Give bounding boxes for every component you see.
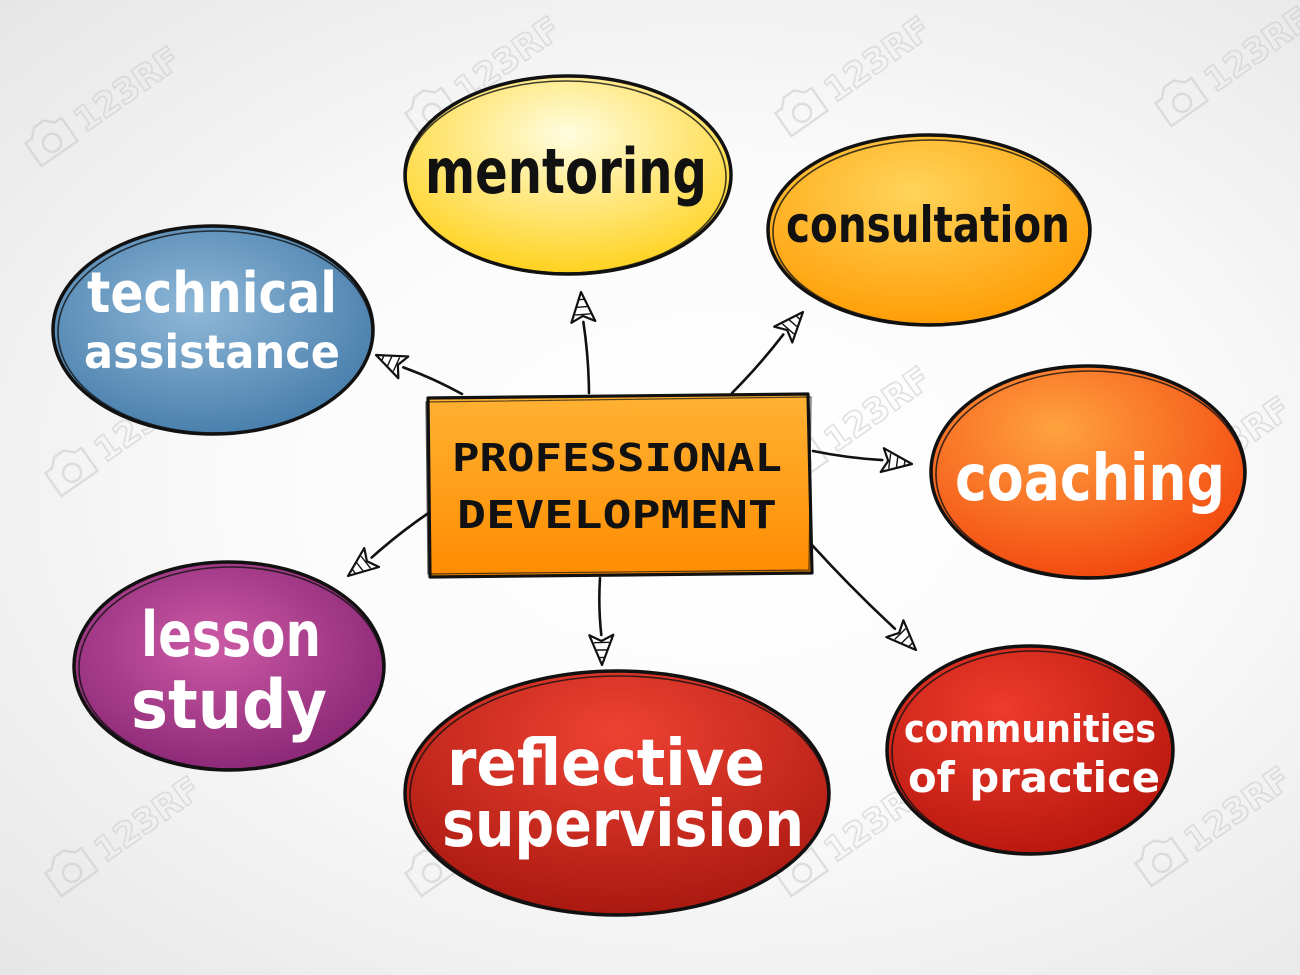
arrows-layer (346, 290, 918, 667)
node-lesson-study-bubble (72, 560, 386, 772)
watermark-camera-icon (1133, 836, 1190, 888)
center-title-line2: DEVELOPMENT (457, 493, 777, 537)
arrow-to-coaching-hatch (888, 453, 892, 469)
arrow-to-technical-assistance-hatch (381, 355, 385, 361)
arrow-to-mentoring (570, 290, 597, 395)
node-communities-of-practice-sketch (891, 650, 1173, 854)
node-coaching-sketch (935, 370, 1245, 578)
arrow-to-technical-assistance-hatch (392, 357, 401, 372)
watermark-stamp: 123RF (1153, 0, 1300, 128)
node-coaching-label: coaching (955, 442, 1225, 516)
arrow-to-communities-of-practice-head (885, 619, 918, 652)
watermark-camera-icon (43, 446, 100, 498)
node-technical-assistance-line1: technical (87, 261, 337, 326)
watermark-stamp: 123RF (23, 38, 189, 168)
node-reflective-supervision-sketch (409, 675, 829, 915)
arrow-to-lesson-study-shaft (370, 510, 432, 559)
node-reflective-supervision: reflective supervision (403, 669, 831, 917)
watermark-text: 123RF (67, 39, 189, 141)
node-reflective-supervision-line2: supervision (442, 788, 804, 862)
node-technical-assistance-bubble (51, 224, 375, 436)
arrow-to-communities-of-practice (810, 543, 918, 652)
arrow-to-consultation-hatch (788, 319, 798, 328)
watermark-camera-icon (23, 116, 80, 168)
arrow-to-mentoring-hatch (575, 313, 591, 316)
watermark-text: 123RF (817, 359, 939, 461)
node-consultation-sketch (772, 139, 1090, 325)
arrow-to-mentoring-hatch (577, 305, 588, 309)
node-mentoring-label: mentoring (425, 135, 707, 208)
node-consultation: consultation (766, 133, 1092, 327)
node-technical-assistance-sketch (57, 230, 373, 434)
node-technical-assistance-line2: assistance (84, 325, 340, 379)
node-consultation-label: consultation (786, 196, 1070, 254)
arrow-to-reflective-supervision-shaft (598, 576, 603, 637)
arrow-to-coaching-hatch (895, 456, 899, 468)
arrow-to-mentoring-shaft (582, 320, 591, 395)
node-coaching: coaching (929, 364, 1247, 580)
node-lesson-study-line2: study (131, 666, 327, 745)
arrow-to-lesson-study-hatch (351, 568, 357, 574)
node-lesson-study: lesson study (72, 560, 386, 772)
arrow-to-coaching-head (879, 447, 914, 474)
node-mentoring: mentoring (403, 74, 733, 276)
arrow-to-reflective-supervision (588, 576, 615, 667)
arrow-to-communities-of-practice-hatch (908, 642, 914, 647)
arrow-to-technical-assistance-head (374, 353, 410, 380)
arrow-to-communities-of-practice-shaft (810, 543, 897, 630)
watermark-camera-icon (773, 86, 830, 138)
watermark-text: 123RF (817, 9, 939, 111)
arrow-to-consultation (730, 310, 805, 395)
arrow-to-technical-assistance-hatch (386, 356, 393, 367)
watermark-camera-icon (43, 846, 100, 898)
node-communities-of-practice-line1: communities (904, 707, 1156, 751)
arrow-to-technical-assistance-shaft (402, 366, 464, 396)
arrow-to-lesson-study-head (346, 546, 381, 578)
node-reflective-supervision-bubble (403, 669, 831, 917)
center-title-line1: PROFESSIONAL (452, 436, 782, 480)
arrow-to-coaching (811, 447, 914, 474)
node-coaching-bubble (929, 364, 1247, 580)
node-lesson-study-sketch (78, 566, 384, 770)
node-communities-of-practice-line2: of practice (908, 753, 1160, 802)
arrow-to-consultation-hatch (795, 315, 801, 320)
node-communities-of-practice: communities of practice (885, 644, 1175, 856)
arrow-to-coaching-shaft (811, 449, 884, 462)
center-box: PROFESSIONAL DEVELOPMENT (425, 392, 814, 579)
arrow-to-consultation-shaft (730, 333, 785, 395)
arrow-to-consultation-head (773, 310, 805, 344)
watermark-text: 123RF (87, 769, 209, 871)
arrow-to-lesson-study-hatch (356, 562, 364, 572)
node-communities-of-practice-bubble (885, 644, 1175, 856)
arrow-to-communities-of-practice-hatch (894, 628, 907, 640)
arrow-to-technical-assistance (374, 353, 464, 396)
watermark-text: 123RF (1197, 0, 1300, 101)
node-mentoring-sketch (405, 80, 727, 274)
node-reflective-supervision-line1: reflective (447, 727, 765, 801)
watermark-camera-icon (1153, 76, 1210, 128)
watermark-text: 123RF (1177, 759, 1299, 861)
arrow-to-lesson-study-hatch (360, 555, 371, 569)
node-mentoring-bubble (403, 74, 733, 276)
arrow-to-lesson-study (346, 510, 432, 578)
node-technical-assistance: technical assistance (51, 224, 375, 436)
watermark-stamp: 123RF (43, 768, 209, 898)
arrow-to-consultation-hatch (781, 323, 795, 335)
watermark-stamp: 123RF (773, 8, 939, 138)
arrow-to-coaching-hatch (903, 460, 906, 466)
arrow-to-communities-of-practice-hatch (901, 635, 910, 644)
center-box-sketch-line (425, 396, 812, 575)
center-box-shape (426, 392, 814, 579)
node-consultation-bubble (766, 133, 1092, 327)
node-lesson-study-line1: lesson (141, 598, 321, 671)
